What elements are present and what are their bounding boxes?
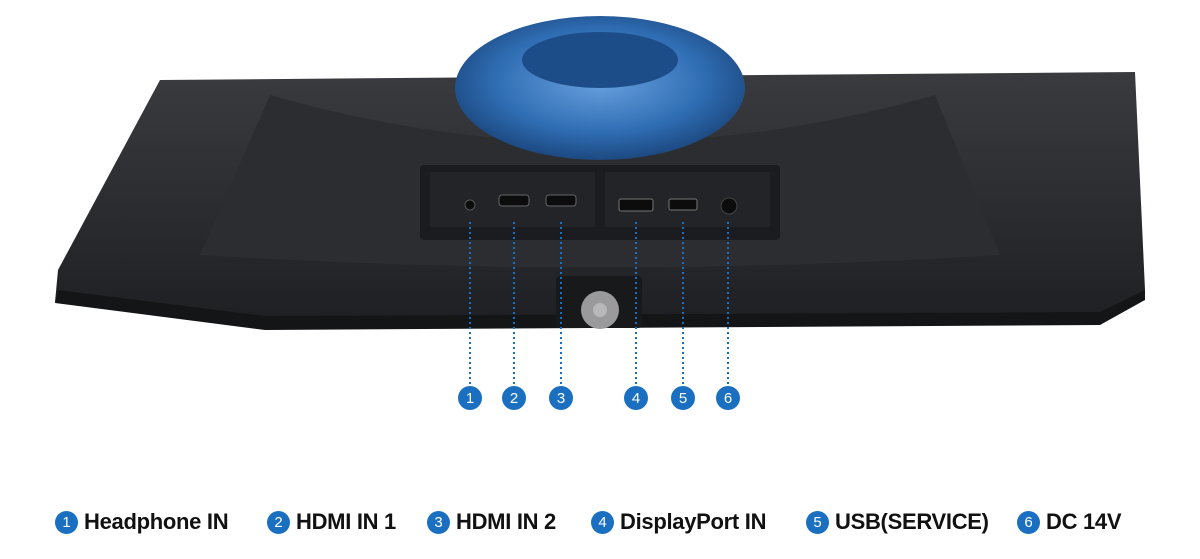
- callout-circles: [458, 386, 740, 410]
- callout-number: 2: [510, 390, 518, 407]
- legend-label: DisplayPort IN: [620, 509, 767, 534]
- legend-number: 4: [591, 510, 614, 534]
- callout-number: 3: [557, 390, 565, 407]
- joystick-center: [593, 303, 607, 317]
- dc-power-port: [720, 197, 738, 215]
- legend-label: DC 14V: [1046, 509, 1122, 534]
- hdmi-port-2: [545, 194, 577, 207]
- callout-number: 1: [466, 390, 474, 407]
- usb-port: [668, 198, 698, 211]
- callout-lines: [469, 222, 729, 386]
- legend-number: 2: [267, 510, 290, 534]
- legend-number: 3: [427, 510, 450, 534]
- stand-ring-inner: [522, 32, 678, 88]
- monitor-bottom-edge: [55, 290, 1145, 330]
- callout-1: [458, 386, 482, 410]
- legend-number: 1: [55, 510, 78, 534]
- callout-6: [716, 386, 740, 410]
- callout-number: 4: [632, 390, 640, 407]
- callout-5: [671, 386, 695, 410]
- callout-4: [624, 386, 648, 410]
- headphone-port: [464, 199, 476, 211]
- callout-number: 5: [679, 390, 687, 407]
- legend-label: Headphone IN: [84, 509, 229, 534]
- hdmi-port-1: [498, 194, 530, 207]
- callout-2: [502, 386, 526, 410]
- legend-label: HDMI IN 2: [456, 509, 556, 534]
- legend-number: 5: [806, 510, 829, 534]
- legend-label: USB(SERVICE): [835, 509, 989, 534]
- legend-label: HDMI IN 1: [296, 509, 396, 534]
- callout-number: 6: [724, 390, 732, 407]
- displayport-port: [618, 198, 654, 212]
- callout-3: [549, 386, 573, 410]
- legend-number: 6: [1017, 510, 1040, 534]
- monitor-rear-illustration: 1 2 3 4 5 6: [55, 16, 1145, 410]
